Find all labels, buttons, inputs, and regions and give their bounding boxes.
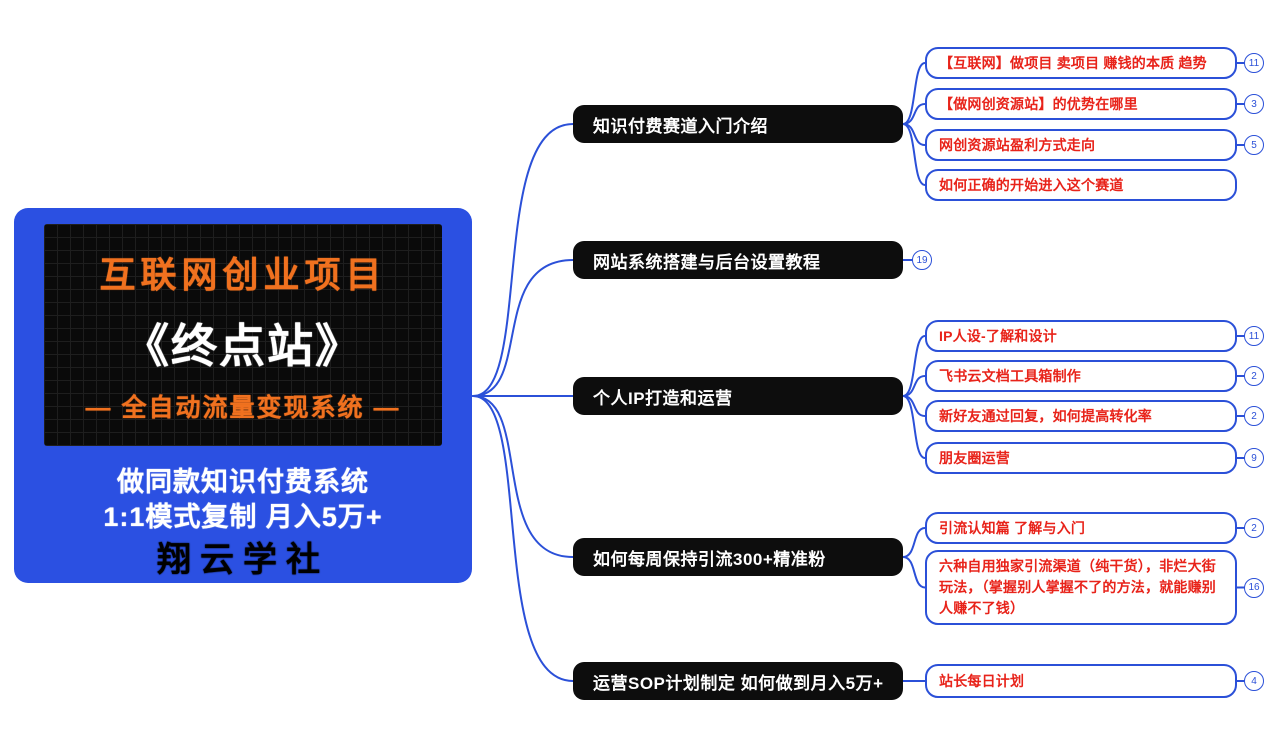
child-label: 飞书云文档工具箱制作: [939, 367, 1081, 384]
central-text-line2: 1:1模式复制 月入5万+: [103, 502, 383, 532]
child-label: 朋友圈运营: [939, 449, 1010, 466]
child-label: IP人设-了解和设计: [939, 327, 1057, 344]
branch-label: 个人IP打造和运营: [593, 388, 733, 408]
child-node[interactable]: 六种自用独家引流渠道（纯干货），非烂大街玩法，（掌握别人掌握不了的方法，就能赚别…: [925, 550, 1237, 625]
banner-subtitle: 《终点站》: [123, 320, 363, 372]
child-node[interactable]: 朋友圈运营: [925, 442, 1237, 474]
central-topic[interactable]: 互联网创业项目 《终点站》 — 全自动流量变现系统 — 做同款知识付费系统 1:…: [14, 208, 472, 583]
central-brand: 翔云学社: [157, 541, 329, 579]
child-label: 站长每日计划: [939, 672, 1025, 689]
branch-label: 知识付费赛道入门介绍: [593, 116, 768, 136]
branch-node[interactable]: 如何每周保持引流300+精准粉: [573, 538, 903, 576]
child-label: 引流认知篇 了解与入门: [939, 519, 1086, 536]
child-node[interactable]: 【做网创资源站】的优势在哪里: [925, 88, 1237, 120]
count-badge[interactable]: 3: [1244, 94, 1264, 114]
branch-label: 运营SOP计划制定 如何做到月入5万+: [593, 673, 884, 693]
child-label: 新好友通过回复，如何提高转化率: [939, 407, 1152, 424]
child-label: 【互联网】做项目 卖项目 赚钱的本质 趋势: [939, 54, 1207, 71]
child-node[interactable]: 站长每日计划: [925, 664, 1237, 698]
branch-node[interactable]: 个人IP打造和运营: [573, 377, 903, 415]
count-badge[interactable]: 5: [1244, 135, 1264, 155]
central-banner-image: 互联网创业项目 《终点站》 — 全自动流量变现系统 —: [44, 224, 442, 446]
child-label: 如何正确的开始进入这个赛道: [939, 176, 1124, 193]
count-badge[interactable]: 16: [1244, 577, 1264, 598]
child-node[interactable]: 引流认知篇 了解与入门: [925, 512, 1237, 544]
count-badge[interactable]: 11: [1244, 53, 1264, 73]
child-node[interactable]: 【互联网】做项目 卖项目 赚钱的本质 趋势: [925, 47, 1237, 79]
child-node[interactable]: 网创资源站盈利方式走向: [925, 129, 1237, 161]
count-badge[interactable]: 2: [1244, 406, 1264, 426]
child-node[interactable]: IP人设-了解和设计: [925, 320, 1237, 352]
child-label: 【做网创资源站】的优势在哪里: [939, 95, 1138, 112]
count-badge[interactable]: 19: [912, 250, 932, 270]
child-node[interactable]: 飞书云文档工具箱制作: [925, 360, 1237, 392]
child-node[interactable]: 新好友通过回复，如何提高转化率: [925, 400, 1237, 432]
child-label: 六种自用独家引流渠道（纯干货），非烂大街玩法，（掌握别人掌握不了的方法，就能赚别…: [939, 558, 1216, 616]
branch-node[interactable]: 运营SOP计划制定 如何做到月入5万+: [573, 662, 903, 700]
count-badge[interactable]: 4: [1244, 671, 1264, 691]
child-node[interactable]: 如何正确的开始进入这个赛道: [925, 169, 1237, 201]
central-text-line1: 做同款知识付费系统: [117, 467, 369, 497]
branch-node[interactable]: 知识付费赛道入门介绍: [573, 105, 903, 143]
branch-label: 如何每周保持引流300+精准粉: [593, 549, 826, 569]
count-badge[interactable]: 11: [1244, 326, 1264, 346]
branch-node[interactable]: 网站系统搭建与后台设置教程: [573, 241, 903, 279]
child-label: 网创资源站盈利方式走向: [939, 136, 1096, 153]
count-badge[interactable]: 9: [1244, 448, 1264, 468]
count-badge[interactable]: 2: [1244, 366, 1264, 386]
count-badge[interactable]: 2: [1244, 518, 1264, 538]
branch-label: 网站系统搭建与后台设置教程: [593, 252, 821, 272]
banner-tagline: — 全自动流量变现系统 —: [85, 394, 401, 422]
banner-title: 互联网创业项目: [99, 254, 387, 295]
